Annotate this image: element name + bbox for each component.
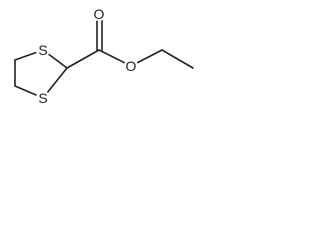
bond-c2-carbonyl-carbon <box>66 49 100 69</box>
ester-oxygen-bg <box>124 59 138 73</box>
bond-ch2-ch3 <box>161 49 194 69</box>
sulfur-lower-bg <box>36 91 50 105</box>
chemical-structure-diagram: S S O O <box>14 6 194 106</box>
sulfur-lower-label: S <box>38 90 47 106</box>
sulfur-upper-label: S <box>38 42 47 58</box>
ester-oxygen-label: O <box>126 58 137 74</box>
carbonyl-oxygen-label: O <box>94 6 105 22</box>
sulfur-upper-bg <box>36 43 50 57</box>
carbonyl-oxygen-bg <box>92 7 106 21</box>
